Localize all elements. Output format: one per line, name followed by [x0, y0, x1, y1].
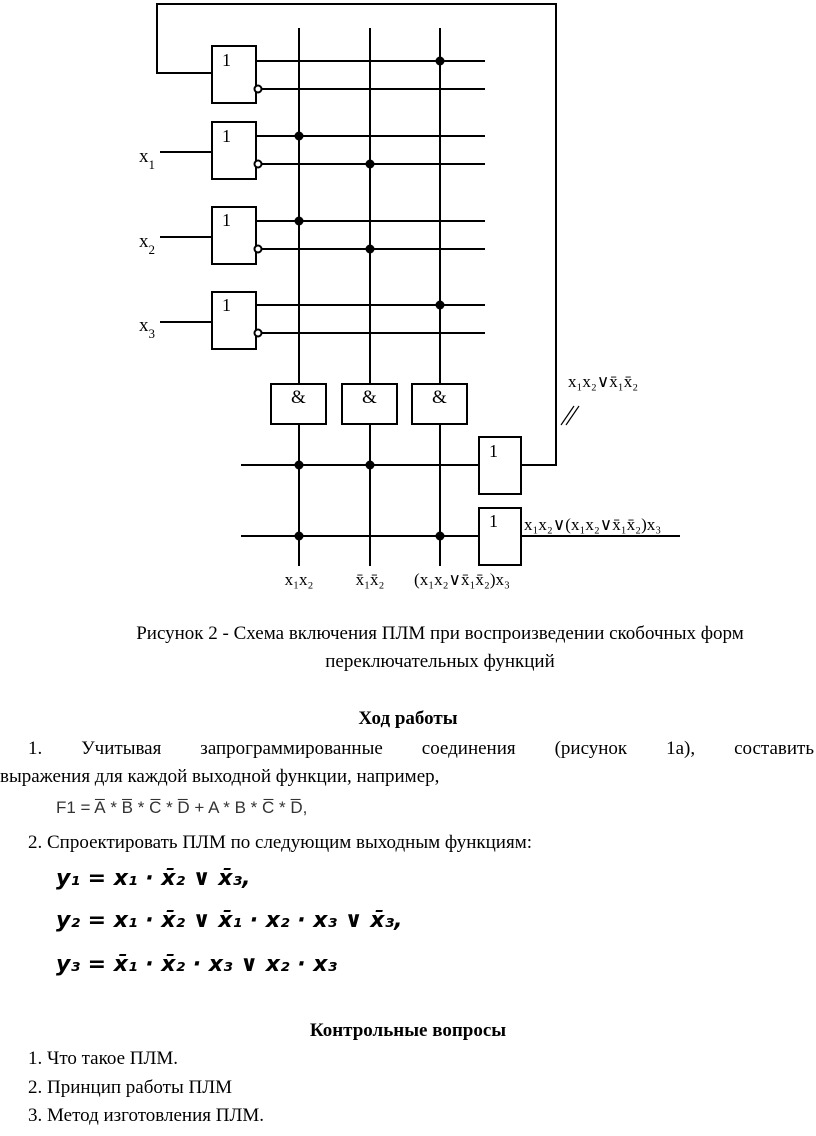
caption-line-1: Рисунок 2 - Схема включения ПЛМ при восп…	[136, 623, 744, 644]
or-gate-x2	[211, 206, 257, 265]
feedback-function-label: x₁x₂∨x̄₁x̄₂	[568, 372, 638, 391]
equation-y2: y₂ = x₁ · x̄₂ ∨ x̄₁ · x₂ · x₃ ∨ x̄₃,	[56, 908, 403, 933]
connection-dots	[294, 56, 445, 541]
and-gate-2	[341, 383, 398, 425]
input-label-x1: x1	[139, 146, 155, 172]
output-function-label: x₁x₂∨(x₁x₂∨x̄₁x̄₂)x₃	[524, 515, 661, 534]
and-gate-1	[270, 383, 327, 425]
gate-symbol: &	[291, 387, 306, 408]
gate-symbol: 1	[489, 511, 498, 531]
input-label-x3: x3	[139, 315, 155, 341]
gate-symbol: 1	[222, 210, 231, 230]
column-label-1: x₁x₂	[285, 570, 314, 589]
figure-caption: Рисунок 2 - Схема включения ПЛМ при восп…	[60, 620, 816, 676]
or-gate-x1	[211, 121, 257, 180]
gate-symbol: 1	[222, 50, 231, 70]
work-heading: Ход работы	[358, 708, 458, 729]
gate-symbol: 1	[222, 126, 231, 146]
item-1-line-1: 1. Учитывая запрограммированные соединен…	[28, 738, 814, 759]
input-label-x2: x2	[139, 231, 155, 257]
plm-circuit-diagram: 1 1 1 1 1 1 & & & x1 x2 x3 x₁x₂∨x̄₁x̄₂ x…	[139, 3, 680, 589]
or-gate-out-1	[478, 436, 522, 495]
example-formula: F1 = A̅ * B̅ * C̅ * D̅ + A * B * C̅ * D̅…	[56, 798, 308, 817]
feedback-tick	[560, 405, 575, 426]
questions-heading: Контрольные вопросы	[309, 1020, 507, 1041]
item-2: 2. Спроектировать ПЛМ по следующим выход…	[28, 832, 532, 853]
gate-symbol: &	[432, 387, 447, 408]
or-gate-x3	[211, 291, 257, 350]
item-1-line-2: выражения для каждой выходной функции, н…	[0, 766, 440, 787]
and-gate-3	[411, 383, 468, 425]
column-label-3: (x₁x₂∨x̄₁x̄₂)x₃	[414, 570, 510, 589]
question-item: 2. Принцип работы ПЛМ	[28, 1077, 232, 1098]
gate-symbol: 1	[489, 441, 498, 461]
feedback-wire	[156, 3, 557, 466]
question-item: 1. Что такое ПЛМ.	[28, 1048, 179, 1069]
or-gate-feedback	[211, 45, 257, 104]
inverter-bubble	[253, 84, 263, 94]
gate-symbol: 1	[222, 295, 231, 315]
equation-y1: y₁ = x₁ · x̄₂ ∨ x̄₃,	[56, 866, 251, 891]
column-label-2: x̄₁x̄₂	[356, 570, 385, 589]
gate-symbol: &	[362, 387, 377, 408]
equation-y3: y₃ = x̄₁ · x̄₂ · x₃ ∨ x₂ · x₃	[56, 952, 338, 977]
question-item: 3. Метод изготовления ПЛМ.	[28, 1105, 265, 1126]
or-gate-out-2	[478, 507, 522, 566]
caption-line-2: переключательных функций	[325, 651, 555, 672]
vertical-lines	[298, 28, 441, 566]
